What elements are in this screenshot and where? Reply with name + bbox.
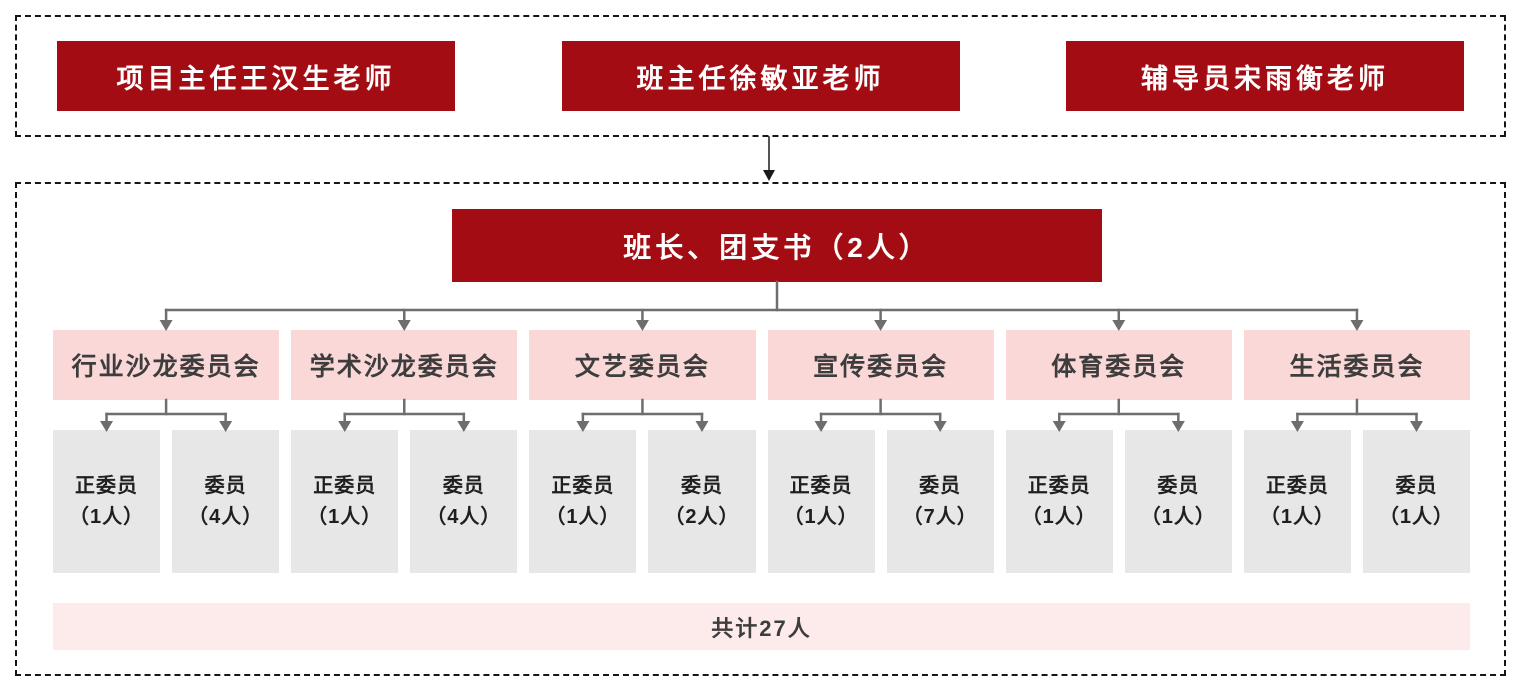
- chief-count-label: （1人）: [68, 505, 145, 528]
- total-label: 共计27人: [711, 615, 812, 641]
- chief-box: 正委员 （1人）: [291, 430, 399, 573]
- member-role-label: 委员: [442, 474, 485, 497]
- leader-box: 班长、团支书（2人）: [452, 209, 1102, 282]
- committee-row: 行业沙龙委员会 正委员 （1人） 委员 （4人） 学术沙龙委员会: [53, 330, 1471, 573]
- committee-column: 宣传委员会 正委员 （1人） 委员 （7人）: [767, 330, 994, 573]
- committee-box: 体育委员会: [1005, 330, 1232, 400]
- committee-label: 行业沙龙委员会: [71, 353, 261, 381]
- committee-box: 学术沙龙委员会: [291, 330, 518, 400]
- bottom-section: 班长、团支书（2人） 行业沙龙委员会 正委员 （1人） 委员 （4人）: [15, 182, 1506, 676]
- committee-label: 宣传委员会: [813, 353, 949, 381]
- chief-count-label: （1人）: [783, 505, 859, 528]
- member-role-label: 委员: [1395, 474, 1438, 497]
- chief-box: 正委员 （1人）: [1243, 430, 1351, 573]
- member-count-label: （7人）: [902, 505, 978, 528]
- member-role-label: 委员: [680, 474, 723, 497]
- member-count-label: （1人）: [1140, 505, 1216, 528]
- chief-role-label: 正委员: [75, 474, 139, 497]
- top-section: 项目主任王汉生老师 班主任徐敏亚老师 辅导员宋雨衡老师: [15, 15, 1506, 137]
- committee-label: 学术沙龙委员会: [309, 353, 499, 381]
- chief-box: 正委员 （1人）: [1005, 430, 1113, 573]
- committee-label: 生活委员会: [1289, 353, 1425, 381]
- advisor-box-project-director: 项目主任王汉生老师: [57, 41, 455, 111]
- member-role-label: 委员: [919, 474, 962, 497]
- advisor-box-counselor: 辅导员宋雨衡老师: [1066, 41, 1464, 111]
- committee-box: 宣传委员会: [767, 330, 994, 400]
- total-bar: 共计27人: [53, 603, 1470, 650]
- chief-role-label: 正委员: [313, 474, 377, 497]
- member-count-label: （4人）: [426, 505, 502, 528]
- chief-count-label: （1人）: [1021, 505, 1097, 528]
- chief-box: 正委员 （1人）: [529, 430, 637, 573]
- member-box: 委员 （4人）: [172, 430, 280, 573]
- advisor-label: 班主任徐敏亚老师: [636, 63, 885, 94]
- chief-count-label: （1人）: [307, 505, 383, 528]
- committee-column: 学术沙龙委员会 正委员 （1人） 委员 （4人）: [291, 330, 518, 573]
- chief-role-label: 正委员: [551, 474, 615, 497]
- advisor-label: 辅导员宋雨衡老师: [1141, 63, 1389, 94]
- member-count-label: （4人）: [188, 505, 264, 528]
- member-box: 委员 （2人）: [648, 430, 756, 573]
- committee-box: 文艺委员会: [529, 330, 756, 400]
- chief-role-label: 正委员: [1265, 474, 1329, 497]
- committee-box: 生活委员会: [1243, 330, 1471, 400]
- leader-label: 班长、团支书（2人）: [623, 231, 931, 263]
- member-box: 委员 （1人）: [1124, 430, 1232, 573]
- chief-role-label: 正委员: [1027, 474, 1091, 497]
- member-role-label: 委员: [204, 474, 247, 497]
- fork-spacer: [529, 400, 755, 430]
- committee-column: 行业沙龙委员会 正委员 （1人） 委员 （4人）: [53, 330, 280, 573]
- chief-box: 正委员 （1人）: [767, 430, 875, 573]
- member-count-label: （2人）: [664, 505, 740, 528]
- fork-spacer: [768, 400, 994, 430]
- fork-spacer: [1006, 400, 1232, 430]
- chief-count-label: （1人）: [545, 505, 621, 528]
- fork-spacer: [1244, 400, 1470, 430]
- advisor-box-class-teacher: 班主任徐敏亚老师: [561, 41, 960, 111]
- committee-label: 文艺委员会: [574, 353, 710, 381]
- member-box: 委员 （1人）: [1362, 430, 1471, 573]
- committee-column: 体育委员会 正委员 （1人） 委员 （1人）: [1005, 330, 1232, 573]
- committee-column: 文艺委员会 正委员 （1人） 委员 （2人）: [529, 330, 756, 573]
- chief-box: 正委员 （1人）: [53, 430, 161, 573]
- committee-box: 行业沙龙委员会: [53, 330, 280, 400]
- fork-spacer: [53, 400, 279, 430]
- committee-column: 生活委员会 正委员 （1人） 委员 （1人）: [1243, 330, 1471, 573]
- member-box: 委员 （7人）: [886, 430, 994, 573]
- member-role-label: 委员: [1157, 474, 1200, 497]
- member-count-label: （1人）: [1378, 505, 1455, 528]
- fork-spacer: [291, 400, 517, 430]
- chief-role-label: 正委员: [789, 474, 853, 497]
- advisor-label: 项目主任王汉生老师: [116, 63, 396, 94]
- committee-label: 体育委员会: [1051, 353, 1187, 381]
- chief-count-label: （1人）: [1259, 505, 1335, 528]
- member-box: 委员 （4人）: [410, 430, 518, 573]
